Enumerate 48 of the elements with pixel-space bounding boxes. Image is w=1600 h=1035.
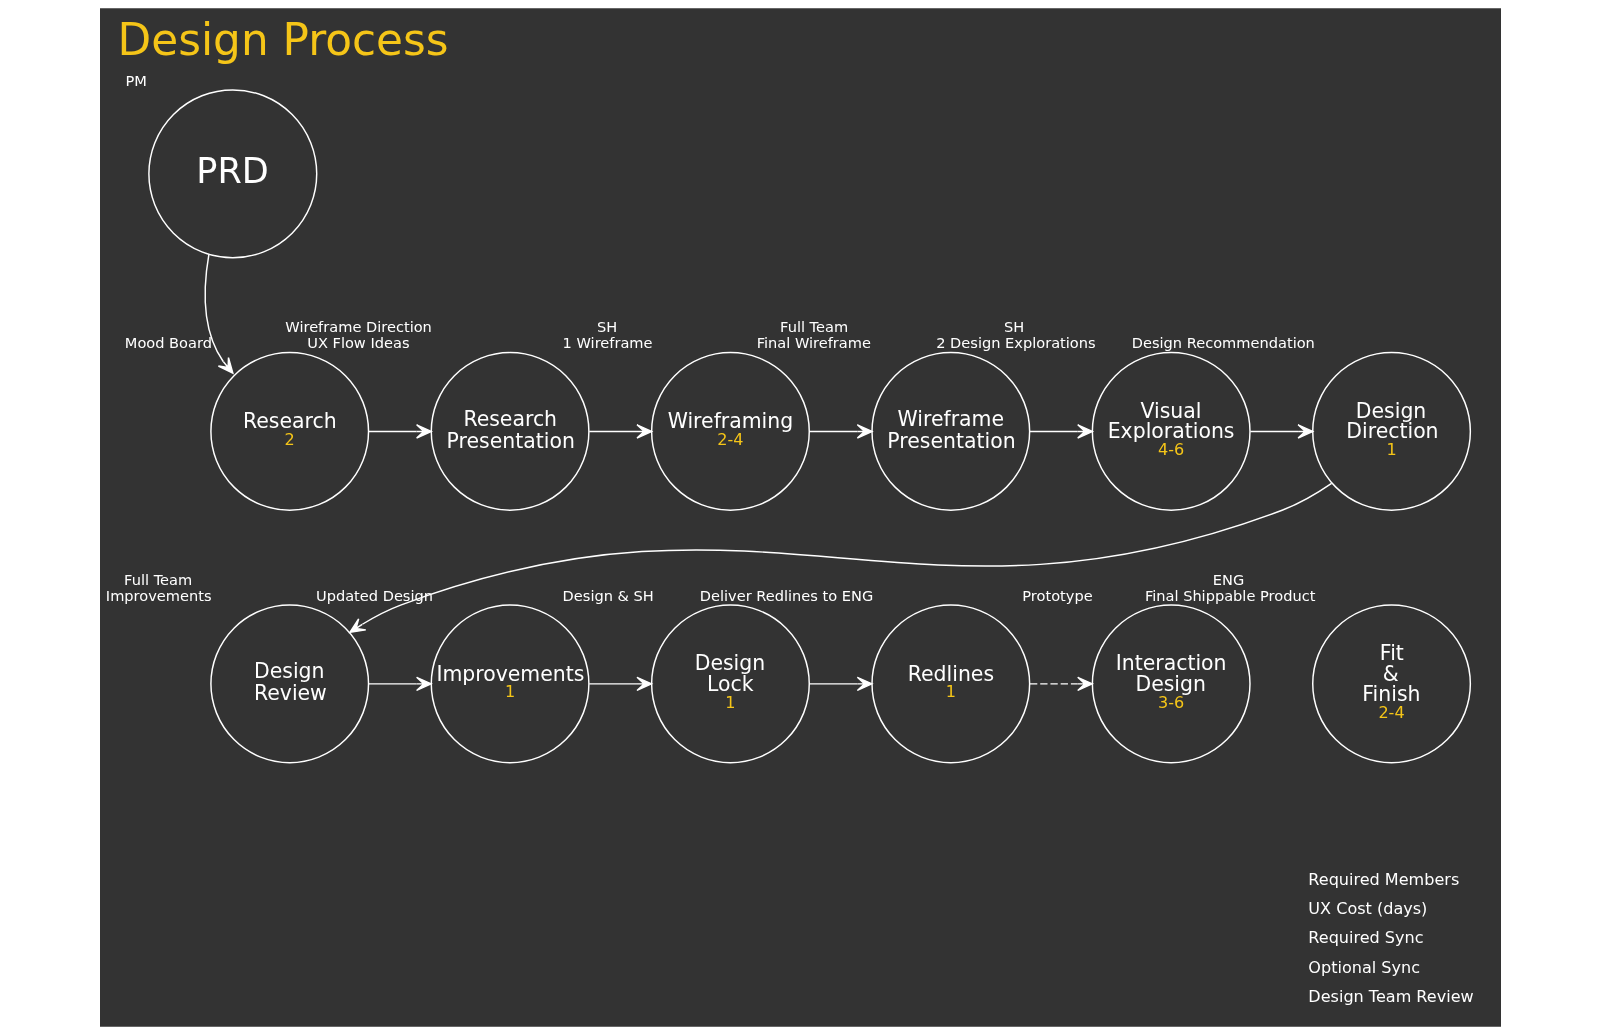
arrow (1028, 424, 1093, 439)
node-label: UX Flow Ideas (306, 334, 409, 352)
node-circle: Research 2 (209, 351, 369, 511)
node-circle: Wireframing 2-4 (650, 351, 810, 511)
arrow (588, 424, 652, 439)
arrow (808, 424, 873, 439)
node-circle: Visual Explorations 4-6 (1091, 351, 1251, 511)
legend-label: UX Cost (days) (1307, 899, 1427, 919)
arrow (588, 676, 652, 692)
arrow (203, 253, 234, 374)
node-circle: Redlines 1 (870, 604, 1030, 764)
legend-label: Optional Sync (1307, 957, 1420, 977)
node-circle: Research Presentation (430, 351, 590, 511)
node-circle: Fit & Finish 2-4 (1311, 604, 1471, 764)
arrow (367, 676, 432, 692)
node-label: Updated Design (315, 586, 433, 604)
node-label: 2 Design Explorations (935, 334, 1096, 352)
node-label: ENG (1212, 570, 1244, 588)
node-circle: Wireframe Presentation (870, 351, 1030, 511)
node-label: Full Team (123, 570, 192, 588)
legend-label: Required Members (1307, 869, 1459, 889)
node-label: SH (596, 318, 617, 336)
node-label: Improvements (105, 586, 212, 604)
node-label: Deliver Redlines to ENG (699, 586, 873, 604)
node-circle: Improvements 1 (430, 604, 590, 764)
node-circle: Design Direction 1 (1311, 351, 1471, 511)
legend-label: Required Sync (1307, 928, 1424, 948)
node-label: Design & SH (562, 586, 654, 604)
node-label: Mood Board (124, 334, 212, 352)
arrow (348, 482, 1332, 634)
node-circle: Interaction Design 3-6 (1091, 604, 1251, 764)
arrow (367, 424, 432, 439)
node-label: Final Shippable Product (1144, 586, 1315, 604)
node-label: Final Wireframe (756, 334, 871, 352)
node-label: Prototype (1021, 586, 1093, 604)
node-label: PM (125, 71, 147, 89)
node-label: SH (1003, 318, 1024, 336)
arrow (1249, 424, 1313, 439)
arrow (1028, 676, 1093, 692)
node-label: Design Recommendation (1131, 334, 1315, 352)
node-circle: PRD (147, 89, 317, 259)
node-label: Full Team (779, 318, 848, 336)
arrow (808, 676, 873, 692)
node-circle: Design Lock 1 (650, 604, 810, 764)
node-label: Wireframe Direction (284, 318, 432, 336)
legend-label: Design Team Review (1307, 986, 1474, 1006)
node-label: 1 Wireframe (562, 334, 653, 352)
diagram-title: Design Process (117, 13, 449, 65)
